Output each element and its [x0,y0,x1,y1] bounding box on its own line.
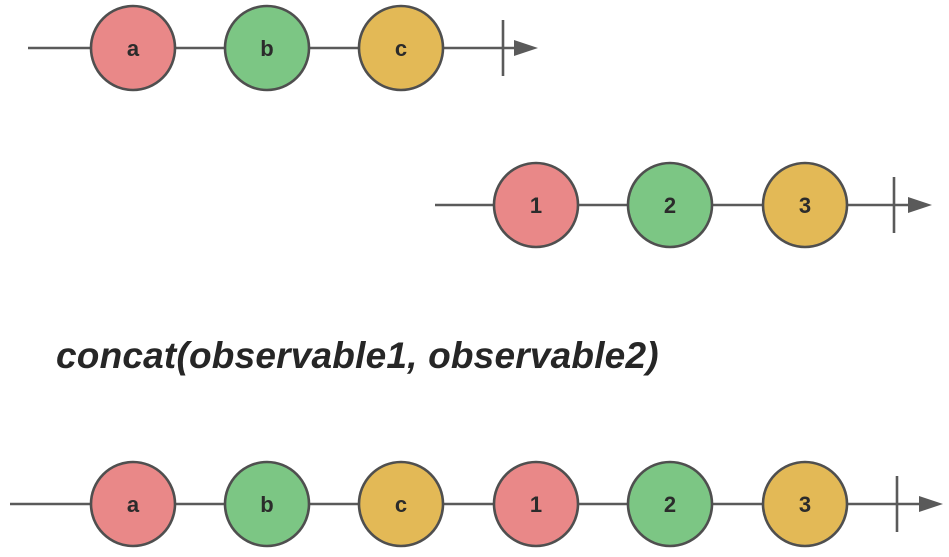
marble-label: a [127,492,140,517]
marble-circle [357,460,445,548]
marble-circle [761,161,849,249]
marble-b: b [223,460,311,548]
marble-label: b [260,36,273,61]
timeline-arrow-icon [919,496,943,512]
marble-circle [492,460,580,548]
marble-2: 2 [626,161,714,249]
marble-3: 3 [761,161,849,249]
marble-circle [761,460,849,548]
stream-result: a b c 1 2 3 [10,460,943,548]
stream-observable2: 1 2 3 [435,161,932,249]
marble-circle [492,161,580,249]
marble-label: b [260,492,273,517]
marble-2: 2 [626,460,714,548]
marble-circle [357,4,445,92]
marble-label: a [127,36,140,61]
marble-c: c [357,460,445,548]
marble-label: c [395,36,407,61]
marble-circle [626,460,714,548]
marble-a: a [89,460,177,548]
timeline-arrow-icon [908,197,932,213]
marble-b: b [223,4,311,92]
operator-label: concat(observable1, observable2) [56,335,659,376]
marble-circle [89,4,177,92]
marble-label: 3 [799,492,811,517]
marble-label: 1 [530,492,542,517]
marble-circle [223,460,311,548]
marble-c: c [357,4,445,92]
marble-a: a [89,4,177,92]
marble-circle [89,460,177,548]
marble-label: 2 [664,492,676,517]
marble-circle [626,161,714,249]
timeline-arrow-icon [514,40,538,56]
marble-3: 3 [761,460,849,548]
marble-label: 3 [799,193,811,218]
marble-label: 1 [530,193,542,218]
marble-label: 2 [664,193,676,218]
stream-observable1: a b c [28,4,538,92]
marble-circle [223,4,311,92]
marble-1: 1 [492,460,580,548]
marble-1: 1 [492,161,580,249]
marble-label: c [395,492,407,517]
